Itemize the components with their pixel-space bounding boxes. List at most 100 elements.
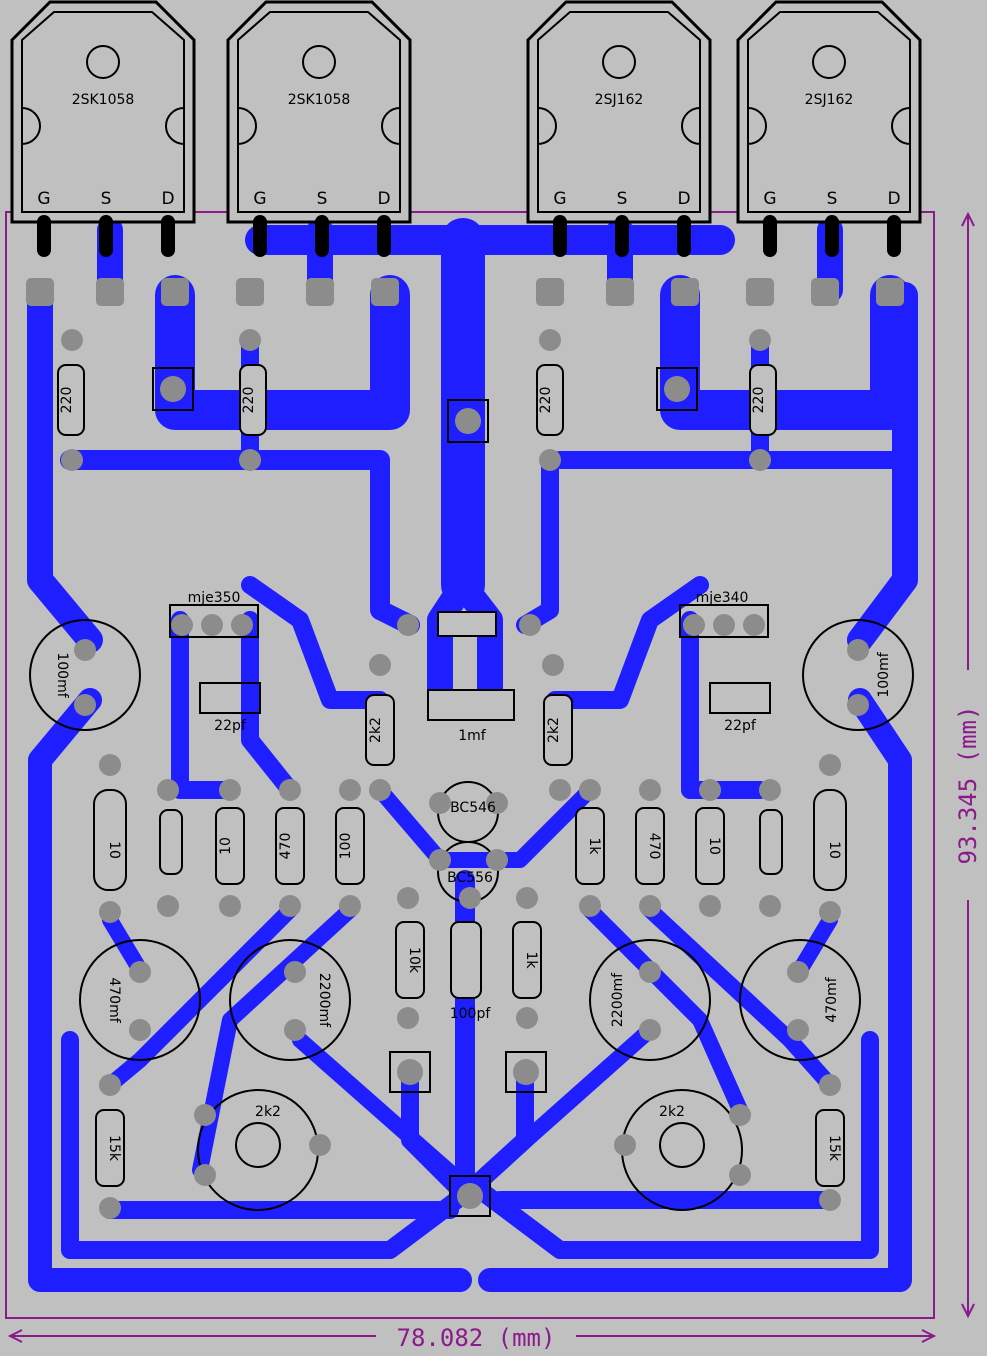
pad xyxy=(516,1007,538,1029)
pad xyxy=(664,376,690,402)
pad xyxy=(639,779,661,801)
label-gate-2: 220 xyxy=(241,387,257,414)
pad xyxy=(369,779,391,801)
dimension-width: 78.082 (mm) xyxy=(397,1324,556,1352)
pad xyxy=(579,895,601,917)
component-outlines xyxy=(29,364,914,1217)
mosfet-pin-label: D xyxy=(677,189,690,209)
label-driver-right: mje340 xyxy=(696,590,749,606)
pad xyxy=(61,449,83,471)
pad xyxy=(157,779,179,801)
pad xyxy=(284,1019,306,1041)
pad xyxy=(99,1074,121,1096)
pad xyxy=(129,961,151,983)
label-cap-right-2200: 2200mf xyxy=(610,972,626,1027)
pad xyxy=(787,961,809,983)
label-res-10k: 10k xyxy=(406,947,422,974)
pad xyxy=(194,1104,216,1126)
dimension-height: 93.345 (mm) xyxy=(954,706,982,865)
pad xyxy=(606,278,634,306)
pad xyxy=(539,329,561,351)
label-res-right-small: 1k xyxy=(586,837,602,855)
pad xyxy=(429,849,451,871)
pad xyxy=(371,278,399,306)
pad xyxy=(759,779,781,801)
label-cap-left-top: 100mf xyxy=(54,652,70,698)
pad xyxy=(74,639,96,661)
pad xyxy=(819,901,841,923)
pad xyxy=(26,278,54,306)
mosfet-pin-label: D xyxy=(377,189,390,209)
pad xyxy=(671,278,699,306)
label-trimmer-left: 2k2 xyxy=(255,1104,281,1120)
pad xyxy=(239,449,261,471)
pad xyxy=(99,901,121,923)
label-cap-right-22p: 22pf xyxy=(724,718,757,734)
pads xyxy=(26,278,904,1219)
mosfet-part-label: 2SJ162 xyxy=(805,92,854,108)
pad xyxy=(536,278,564,306)
pad xyxy=(339,895,361,917)
pad xyxy=(729,1104,751,1126)
label-coil-left: 10 xyxy=(106,841,122,859)
pad xyxy=(279,895,301,917)
label-res-1k: 1k xyxy=(523,951,539,969)
mosfet-pin-label: G xyxy=(37,189,50,209)
pad xyxy=(201,614,223,636)
pad xyxy=(549,779,571,801)
pad xyxy=(194,1164,216,1186)
pad xyxy=(519,614,541,636)
label-res-left-100: 100 xyxy=(338,833,354,860)
pad xyxy=(157,895,179,917)
pad xyxy=(639,1019,661,1041)
pad xyxy=(749,449,771,471)
label-res-left-15k: 15k xyxy=(106,1135,122,1162)
label-res-left-10: 10 xyxy=(218,837,234,855)
pad xyxy=(457,1183,483,1209)
pad xyxy=(486,792,508,814)
pad xyxy=(99,754,121,776)
pad xyxy=(219,895,241,917)
pad xyxy=(236,278,264,306)
mosfet-pin-label: S xyxy=(617,189,628,209)
mosfet-pin-label: S xyxy=(317,189,328,209)
pad xyxy=(455,408,481,434)
pad xyxy=(61,329,83,351)
mosfet-pin-label: D xyxy=(887,189,900,209)
pad xyxy=(699,895,721,917)
pad xyxy=(713,614,735,636)
pad xyxy=(819,754,841,776)
pad xyxy=(847,639,869,661)
board-outline xyxy=(5,211,935,1319)
pad xyxy=(279,779,301,801)
pad xyxy=(397,614,419,636)
label-cap-left-2200: 2200mf xyxy=(316,973,332,1028)
mosfet-pin-label: S xyxy=(101,189,112,209)
label-res-right-15k: 15k xyxy=(826,1135,842,1162)
label-cap-100pf: 100pf xyxy=(450,1006,492,1022)
pad xyxy=(539,449,561,471)
pad xyxy=(749,329,771,351)
pad xyxy=(759,895,781,917)
pad xyxy=(306,278,334,306)
pad xyxy=(787,1019,809,1041)
label-coil-right: 10 xyxy=(826,841,842,859)
pad xyxy=(74,694,96,716)
pad xyxy=(743,614,765,636)
mosfet-pin-label: D xyxy=(161,189,174,209)
label-gate-4: 220 xyxy=(751,387,767,414)
label-cap-1mf: 1mf xyxy=(458,728,487,744)
mosfet-pin-label: G xyxy=(553,189,566,209)
pad xyxy=(819,1189,841,1211)
pad xyxy=(96,278,124,306)
pad xyxy=(579,779,601,801)
pad xyxy=(284,961,306,983)
pad xyxy=(699,779,721,801)
label-res-right-470: 470 xyxy=(646,833,662,860)
pad xyxy=(486,849,508,871)
pad xyxy=(639,895,661,917)
pad xyxy=(459,887,481,909)
